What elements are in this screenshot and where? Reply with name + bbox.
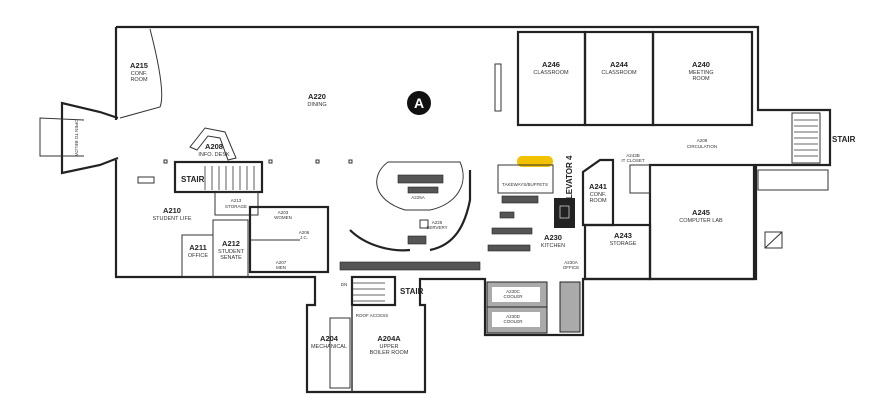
svg-text:A246: A246 — [542, 60, 560, 69]
svg-text:A212: A212 — [222, 239, 240, 248]
stair-right-label: STAIR — [832, 135, 856, 144]
svg-text:A243: A243 — [614, 231, 632, 240]
svg-text:ROOM: ROOM — [589, 198, 607, 204]
svg-text:COMPUTER LAB: COMPUTER LAB — [679, 218, 723, 224]
elevator-shaft — [554, 198, 575, 228]
stair-right[interactable] — [791, 112, 821, 164]
elevator-label: ELEVATOR 4 — [565, 155, 574, 204]
room-A245[interactable] — [648, 163, 756, 281]
svg-text:UPPER: UPPER — [380, 344, 399, 350]
svg-text:A206: A206 — [299, 230, 310, 235]
room-A244[interactable] — [583, 30, 655, 127]
svg-text:A: A — [414, 95, 424, 111]
svg-text:A225A: A225A — [411, 195, 425, 200]
entrance-vestibule — [60, 101, 119, 175]
info-desk[interactable] — [189, 127, 237, 161]
svg-text:A207: A207 — [276, 260, 287, 265]
svg-text:STORAGE: STORAGE — [610, 241, 637, 247]
svg-text:A209: A209 — [697, 138, 708, 143]
svg-text:COOLER: COOLER — [503, 319, 523, 324]
svg-text:CIRCULATION: CIRCULATION — [687, 144, 717, 149]
svg-text:CONF.: CONF. — [590, 192, 607, 198]
svg-text:ROOM: ROOM — [130, 77, 148, 83]
svg-text:A213: A213 — [231, 198, 242, 203]
svg-text:STUDENT: STUDENT — [218, 249, 245, 255]
svg-text:A220: A220 — [308, 92, 326, 101]
svg-text:A244: A244 — [610, 60, 629, 69]
stair-left-label: STAIR — [181, 175, 205, 184]
room-A212[interactable] — [212, 219, 249, 278]
svg-text:COOLER: COOLER — [503, 294, 523, 299]
location-marker-a — [407, 91, 431, 115]
svg-text:A204A: A204A — [377, 334, 401, 343]
building-outline — [114, 25, 832, 394]
svg-text:STUDENT LIFE: STUDENT LIFE — [152, 216, 191, 222]
stair-bottom-label: STAIR — [400, 287, 424, 296]
svg-text:MEN: MEN — [276, 265, 286, 270]
svg-text:A204: A204 — [320, 334, 339, 343]
svg-text:A230C: A230C — [506, 289, 521, 294]
svg-text:A208: A208 — [205, 142, 223, 151]
svg-text:SERVERY: SERVERY — [426, 225, 447, 230]
room-A240[interactable] — [651, 30, 754, 127]
svg-text:A230D: A230D — [506, 314, 521, 319]
svg-text:WOMEN: WOMEN — [274, 215, 292, 220]
svg-text:CLASSROOM: CLASSROOM — [601, 70, 637, 76]
svg-text:J.C.: J.C. — [300, 235, 308, 240]
roof-access-label: ROOF ACCESS — [356, 313, 389, 318]
svg-text:A230: A230 — [544, 233, 562, 242]
room-A204[interactable] — [329, 317, 351, 389]
svg-text:BOILER ROOM: BOILER ROOM — [370, 350, 409, 356]
svg-text:DINING: DINING — [307, 102, 326, 108]
stair-bottom[interactable] — [350, 275, 397, 307]
svg-text:A210: A210 — [163, 206, 181, 215]
svg-text:SENATE: SENATE — [220, 255, 242, 261]
svg-text:A245: A245 — [692, 208, 710, 217]
svg-text:A215: A215 — [130, 61, 148, 70]
svg-text:CONF.: CONF. — [131, 71, 148, 77]
svg-text:INFO. DESK: INFO. DESK — [198, 152, 230, 158]
svg-text:STORAGE: STORAGE — [225, 204, 247, 209]
svg-text:OFFICE: OFFICE — [188, 253, 208, 259]
svg-text:TAKEWAYS/BUFFETS: TAKEWAYS/BUFFETS — [502, 182, 548, 187]
open-to-below-label: OPEN TO BELOW — [74, 119, 79, 157]
svg-text:ROOM: ROOM — [692, 76, 710, 82]
svg-text:A203: A203 — [278, 210, 289, 215]
room-A246[interactable] — [516, 30, 587, 127]
crossed-box-icon — [764, 231, 783, 249]
svg-text:A243B: A243B — [626, 153, 640, 158]
svg-text:KITCHEN: KITCHEN — [541, 243, 565, 249]
svg-text:DN: DN — [341, 282, 348, 287]
svg-text:CLASSROOM: CLASSROOM — [533, 70, 569, 76]
svg-text:A240: A240 — [692, 60, 710, 69]
svg-text:A211: A211 — [189, 243, 207, 252]
svg-text:A225: A225 — [432, 220, 443, 225]
svg-text:OFFICE: OFFICE — [563, 265, 580, 270]
svg-text:MECHANICAL: MECHANICAL — [311, 344, 347, 350]
svg-text:A241: A241 — [589, 182, 607, 191]
highlight-area[interactable] — [517, 156, 553, 167]
svg-text:IT CLOSET: IT CLOSET — [621, 158, 644, 163]
svg-text:A230A: A230A — [564, 260, 578, 265]
room-A213[interactable] — [214, 191, 259, 216]
svg-text:MEETING: MEETING — [688, 70, 713, 76]
